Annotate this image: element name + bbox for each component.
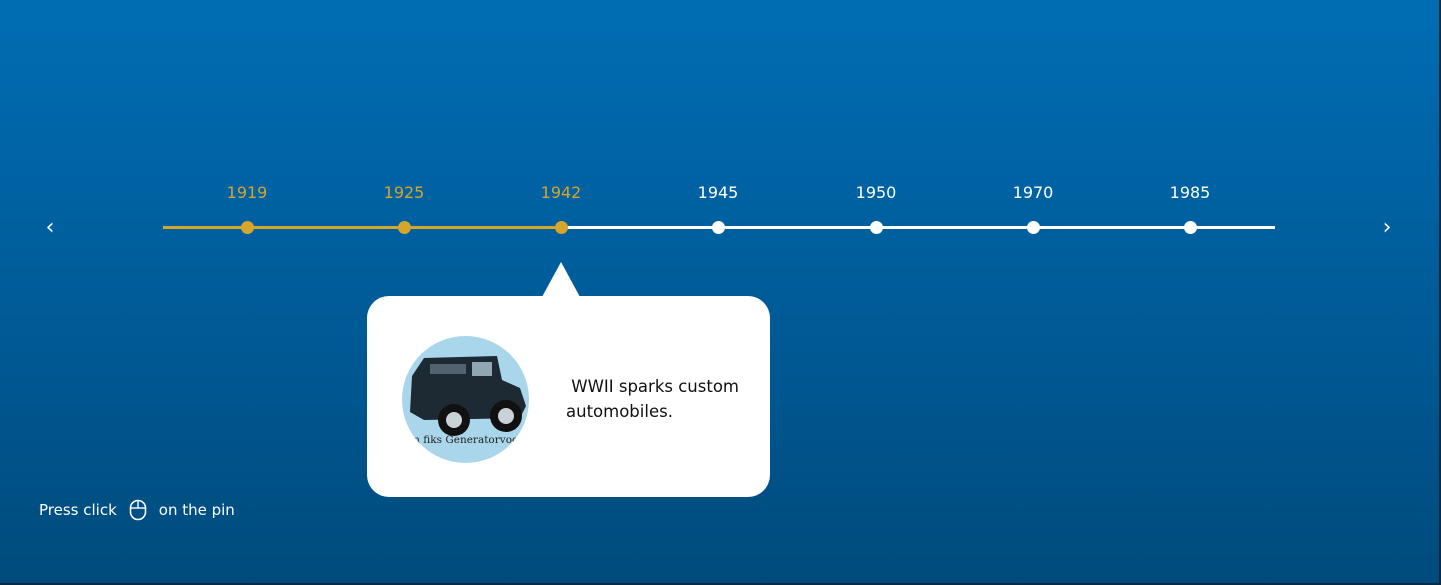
timeline-pin-1942[interactable] [554, 221, 568, 234]
prev-button[interactable]: ‹ [38, 214, 62, 242]
timeline-line [561, 226, 1275, 229]
event-popup: En fiks Generatorvogn WWII sparks custom… [367, 296, 770, 497]
hint-text-before: Press click [39, 501, 117, 519]
chevron-left-icon: ‹ [45, 215, 55, 240]
timeline-pin-1985[interactable] [1183, 221, 1197, 234]
timeline-progress-line [163, 226, 561, 229]
instruction-hint: Press click on the pin [39, 499, 235, 521]
year-label-1970[interactable]: 1970 [1012, 183, 1054, 202]
year-label-1925[interactable]: 1925 [383, 183, 425, 202]
mouse-icon [129, 499, 147, 521]
popup-pointer [542, 262, 580, 297]
timeline-pin-1945[interactable] [711, 221, 725, 234]
year-label-1945[interactable]: 1945 [697, 183, 739, 202]
timeline-pin-1925[interactable] [397, 221, 411, 234]
chevron-right-icon: › [1382, 215, 1392, 240]
year-label-1950[interactable]: 1950 [855, 183, 897, 202]
image-caption: En fiks Generatorvogn [405, 434, 526, 446]
event-image: En fiks Generatorvogn [402, 336, 529, 463]
next-button[interactable]: › [1375, 214, 1399, 242]
vintage-van-illustration [410, 356, 526, 436]
year-label-1942[interactable]: 1942 [540, 183, 582, 202]
year-label-1985[interactable]: 1985 [1169, 183, 1211, 202]
hint-text-after: on the pin [158, 501, 235, 519]
year-label-1919[interactable]: 1919 [226, 183, 268, 202]
timeline-pin-1970[interactable] [1026, 221, 1040, 234]
timeline-pin-1950[interactable] [869, 221, 883, 234]
event-description: WWII sparks custom automobiles. [566, 377, 745, 421]
timeline-pin-1919[interactable] [240, 221, 254, 234]
